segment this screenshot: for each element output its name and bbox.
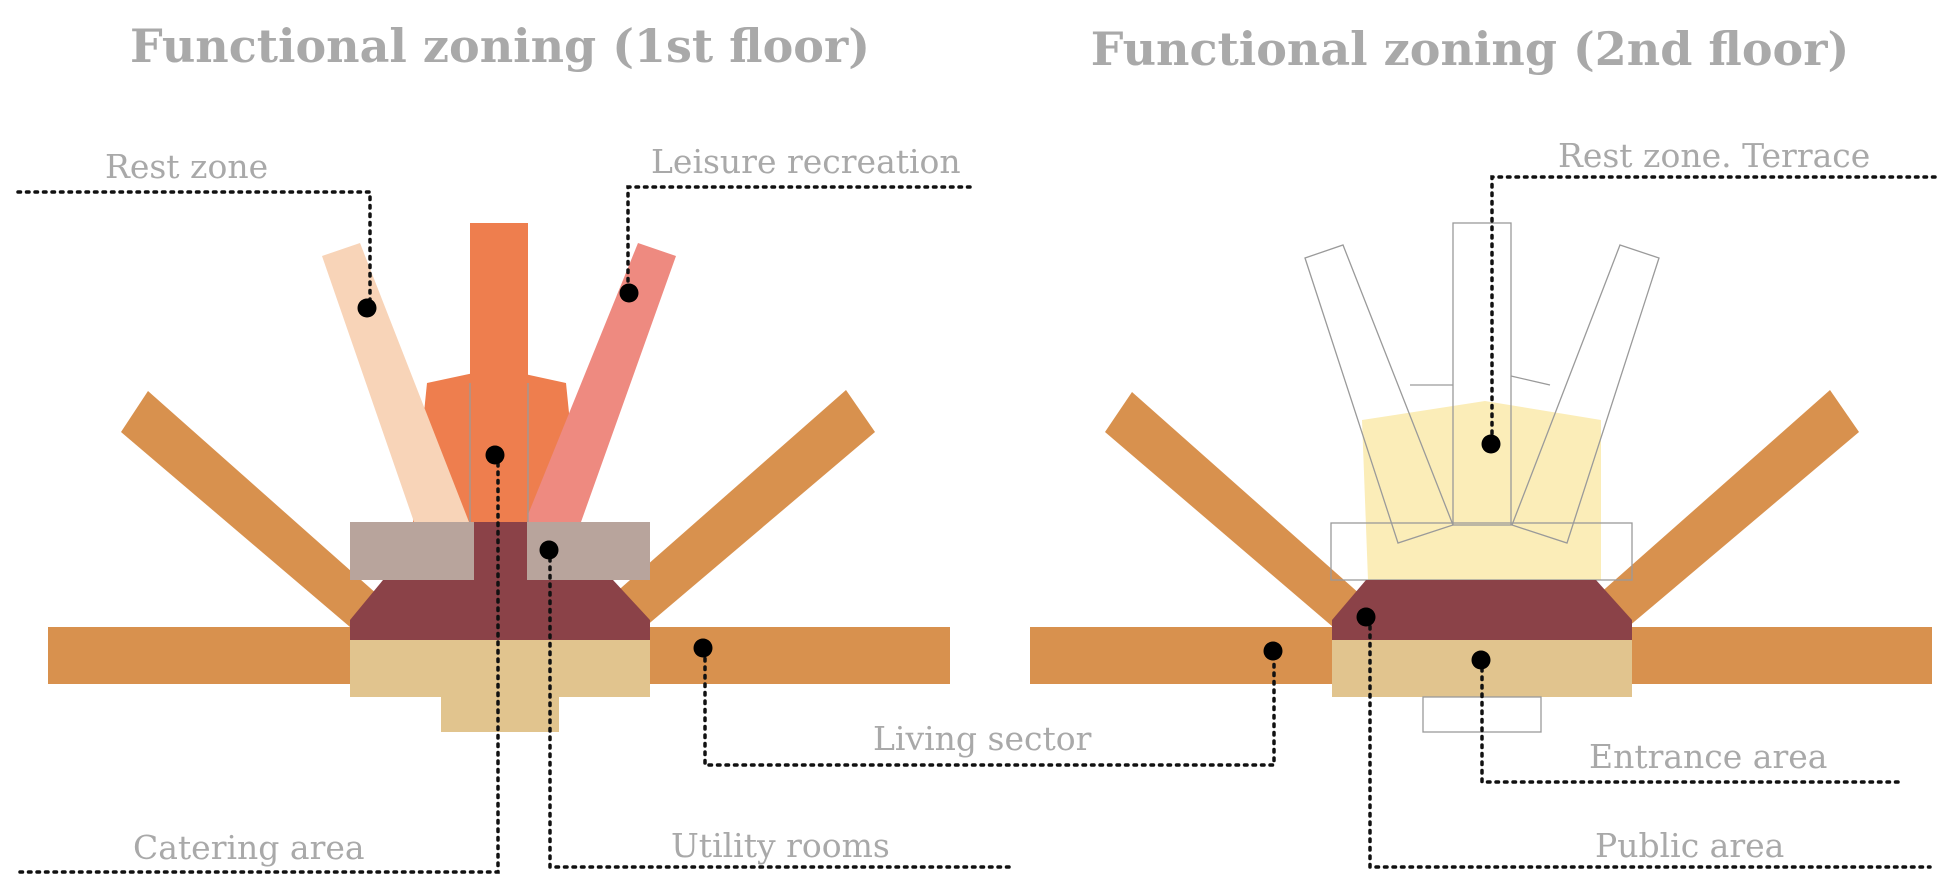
label-public-area: Public area [1595,826,1784,865]
dot-entrance-area [1471,650,1491,670]
catering-central-bar [470,223,528,523]
leader-rest-zone-terrace [1490,175,1937,446]
leader-living-sector [703,648,1276,767]
title-2nd-floor: Functional zoning (2nd floor) [1091,22,1849,76]
leader-utility-rooms [548,548,1014,869]
dot-rest-zone [357,298,377,318]
label-living-sector: Living sector [873,719,1092,758]
leader-public-area [1368,616,1932,869]
dot-living-sector-1 [693,638,713,658]
living-wing-left-2 [1105,392,1361,627]
leader-rest-zone [16,190,372,310]
label-entrance-area: Entrance area [1589,737,1827,776]
terrace-zone [1362,401,1601,580]
terrace-outline-right [1511,244,1660,544]
floor-plan-1st [48,223,950,732]
living-bar-right-1 [648,627,950,684]
label-leisure-recreation: Leisure recreation [651,142,961,181]
dot-catering-area [485,445,505,465]
entrance-porch-1 [441,697,559,732]
living-bar-right-2 [1632,627,1932,684]
rest-zone-block [322,243,469,522]
label-rest-zone: Rest zone [105,147,268,186]
marker-dots [357,283,1501,670]
living-bar-left-2 [1030,627,1332,684]
public-area-1 [350,580,650,640]
public-area-2 [1332,580,1632,640]
leader-lines [16,175,1937,874]
dot-rest-zone-terrace [1481,434,1501,454]
entrance-area-1 [350,640,650,697]
terrace-outline-center [1452,222,1512,526]
label-catering-area: Catering area [133,828,365,867]
living-wing-left-1 [121,391,378,627]
living-bar-left-1 [48,627,350,684]
living-wing-right-1 [613,390,875,627]
dot-public-area [1356,607,1376,627]
label-utility-rooms: Utility rooms [671,826,890,865]
living-wing-right-2 [1598,390,1859,627]
floor-plan-2nd [1030,222,1932,733]
label-rest-zone-terrace: Rest zone. Terrace [1558,136,1870,175]
catering-stem [474,522,527,580]
dot-utility-rooms [539,540,559,560]
leader-leisure-recreation [626,185,972,295]
title-1st-floor: Functional zoning (1st floor) [130,19,870,73]
leisure-recreation-block [525,243,676,522]
leader-catering-area [16,453,500,874]
dot-leisure-recreation [619,283,639,303]
dot-living-sector-2 [1263,641,1283,661]
utility-rooms-left [350,522,474,580]
leader-entrance-area [1480,658,1902,784]
